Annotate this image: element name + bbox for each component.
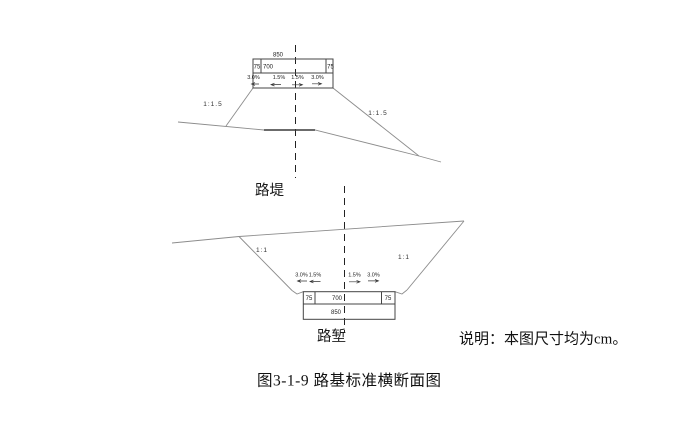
cutting-title: 路堑 xyxy=(317,328,346,345)
embankment-right-slope-line xyxy=(332,87,420,157)
embankment-cross-slope-outer-left-label: 3.0% xyxy=(247,75,260,81)
embankment-cross-slope-outer-right-label: 3.0% xyxy=(311,75,324,81)
unit-note: 说明：本图尺寸均为cm。 xyxy=(459,331,627,348)
embankment-slope-arrow-right-inner-icon xyxy=(292,83,304,87)
cutting-left-slope-line xyxy=(238,236,293,291)
cutting-cross-slope-outer-right-label: 3.0% xyxy=(367,273,380,279)
embankment-side-slope-right-label: 1:1.5 xyxy=(368,110,387,117)
cutting-carriageway-label: 700 xyxy=(332,296,343,302)
cutting-slope-arrow-right-outer-icon xyxy=(368,279,380,283)
embankment-cross-slope-inner-right-label: 1.5% xyxy=(291,75,304,81)
cutting-cross-slope-inner-right-label: 1.5% xyxy=(348,273,361,279)
cutting-ground-line xyxy=(171,220,465,244)
cutting-slope-arrow-left-outer-icon xyxy=(296,279,307,283)
embankment-slope-arrow-left-outer-icon xyxy=(250,82,259,86)
embankment-title: 路堤 xyxy=(255,182,284,199)
embankment-slope-arrow-right-outer-icon xyxy=(312,82,323,86)
embankment-left-slope-line xyxy=(225,87,254,127)
cutting-shoulder-left-label: 75 xyxy=(306,296,313,302)
cutting-right-toe-line xyxy=(394,289,408,295)
embankment-shoulder-left-label: 75 xyxy=(254,65,261,71)
embankment-carriageway-label: 700 xyxy=(263,65,274,71)
cutting-total-width-label: 850 xyxy=(331,310,342,316)
cutting-cross-slope-outer-left-label: 3.0% xyxy=(295,273,308,279)
cutting-slope-arrow-left-inner-icon xyxy=(309,279,321,284)
cutting-dimension-box: 75 700 75 850 xyxy=(302,291,396,320)
figure-caption: 图3-1-9 路基标准横断面图 xyxy=(257,372,441,390)
embankment-cross-slope-inner-left-label: 1.5% xyxy=(273,75,286,81)
cutting-left-toe-line xyxy=(291,290,304,295)
cutting-box-outline xyxy=(302,291,396,320)
cutting-shoulder-right-label: 75 xyxy=(385,296,392,302)
embankment-total-width-label: 850 xyxy=(273,53,284,59)
embankment-dimension-box: 850 75 700 75 3.0% 1.5% 1.5% 3.0% xyxy=(247,53,334,89)
cutting-side-slope-left-label: 1:1 xyxy=(256,247,268,254)
embankment-shoulder-right-label: 75 xyxy=(327,65,334,71)
cutting-figure: 3.0% 1.5% 1.5% 3.0% 75 700 75 850 1:1 1:… xyxy=(171,186,465,345)
embankment-side-slope-left-label: 1:1.5 xyxy=(203,101,222,108)
cutting-cross-slope-inner-left-label: 1.5% xyxy=(309,273,322,279)
cutting-right-slope-line xyxy=(406,220,465,291)
embankment-figure: 850 75 700 75 3.0% 1.5% 1.5% 3.0% 1:1.5 … xyxy=(177,45,442,199)
embankment-slope-arrow-left-inner-icon xyxy=(270,82,281,87)
cutting-side-slope-right-label: 1:1 xyxy=(398,254,410,261)
cutting-slope-arrow-right-inner-icon xyxy=(349,280,361,284)
